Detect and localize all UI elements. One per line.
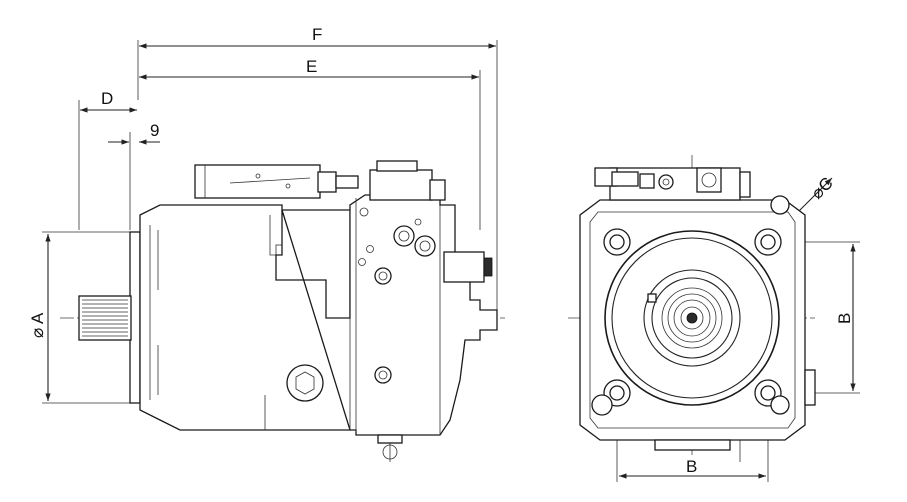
- shaft-end: [686, 312, 698, 324]
- control-fitting: [317, 171, 337, 193]
- side-port-plug: [443, 251, 485, 283]
- shaft-spline: [82, 299, 128, 337]
- bolt-hole-top-right: [754, 228, 782, 256]
- dimension-nine: 9: [108, 121, 160, 230]
- dimension-phi-a: ⌀ A: [28, 231, 132, 404]
- dim-label-phi-a: ⌀ A: [28, 312, 47, 338]
- dim-label-b-horizontal: B: [686, 457, 697, 476]
- dimension-d: D: [78, 89, 137, 230]
- dim-label-f: F: [312, 25, 322, 44]
- pilot-outer-circle: [604, 230, 780, 406]
- dim-label-d: D: [101, 89, 113, 108]
- control-top-block: [369, 169, 433, 201]
- side-view: F E D 9 ⌀ A: [28, 25, 505, 462]
- front-bottom-port: [654, 439, 731, 451]
- pilot-inner-circle: [611, 237, 773, 399]
- front-view: ⌀C B B: [568, 155, 860, 482]
- port-3: [374, 267, 392, 285]
- dim-label-b-vertical: B: [835, 313, 854, 324]
- dimension-e: E: [139, 57, 481, 230]
- front-top-port: [658, 174, 674, 190]
- gauge-port: [377, 434, 403, 444]
- port-2: [414, 235, 436, 257]
- port-1: [393, 225, 415, 247]
- end-cover: [275, 194, 498, 436]
- dimension-f: F: [137, 25, 498, 312]
- dim-label-e: E: [306, 57, 317, 76]
- shaft: [78, 295, 132, 341]
- dim-label-nine: 9: [150, 121, 159, 140]
- drain-plug: [286, 364, 324, 402]
- port-4: [374, 366, 392, 384]
- hub-circle: [643, 269, 741, 367]
- bolt-hole-top-left: [603, 228, 631, 256]
